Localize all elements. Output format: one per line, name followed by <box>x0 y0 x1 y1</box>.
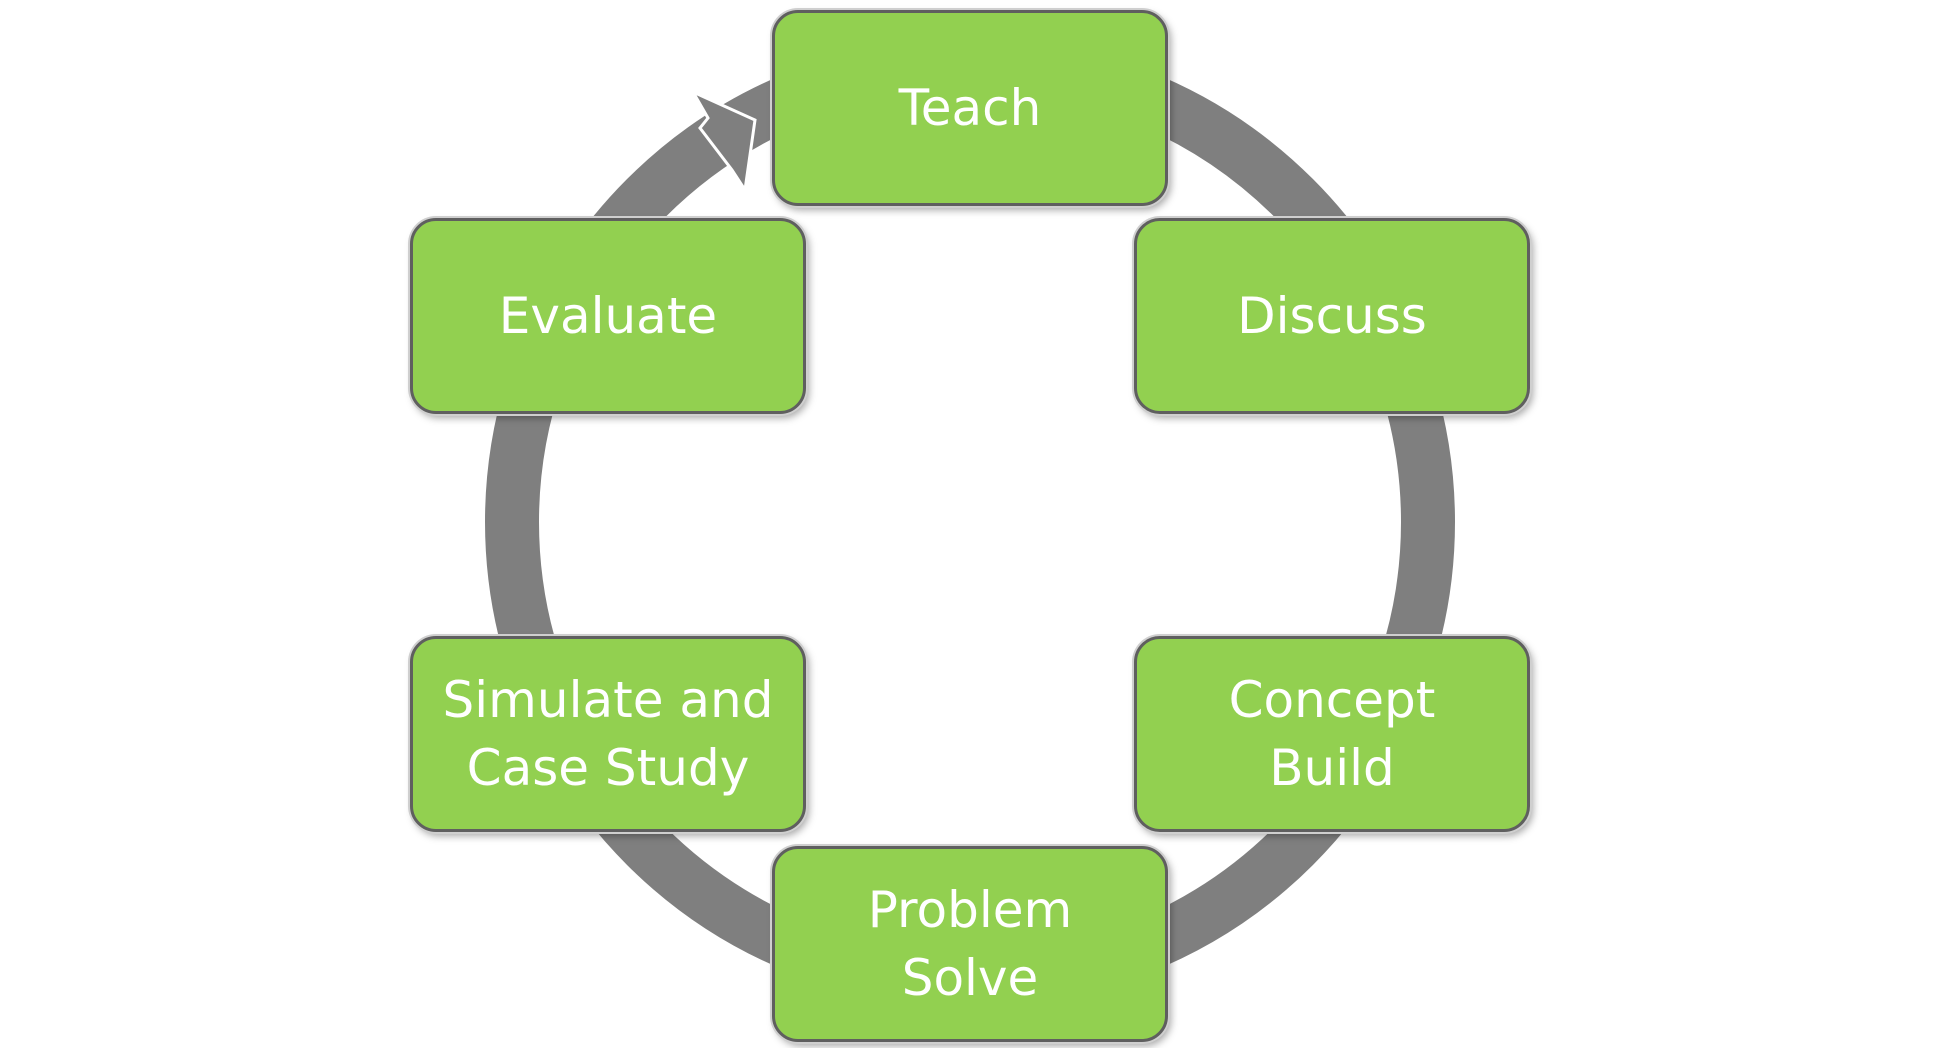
step-problem-solve[interactable]: Problem Solve <box>772 846 1168 1042</box>
cycle-arrowhead <box>689 88 757 195</box>
step-discuss[interactable]: Discuss <box>1134 218 1530 414</box>
step-concept-build[interactable]: Concept Build <box>1134 636 1530 832</box>
step-simulate-and-case-study[interactable]: Simulate and Case Study <box>410 636 806 832</box>
step-evaluate[interactable]: Evaluate <box>410 218 806 414</box>
step-teach[interactable]: Teach <box>772 10 1168 206</box>
